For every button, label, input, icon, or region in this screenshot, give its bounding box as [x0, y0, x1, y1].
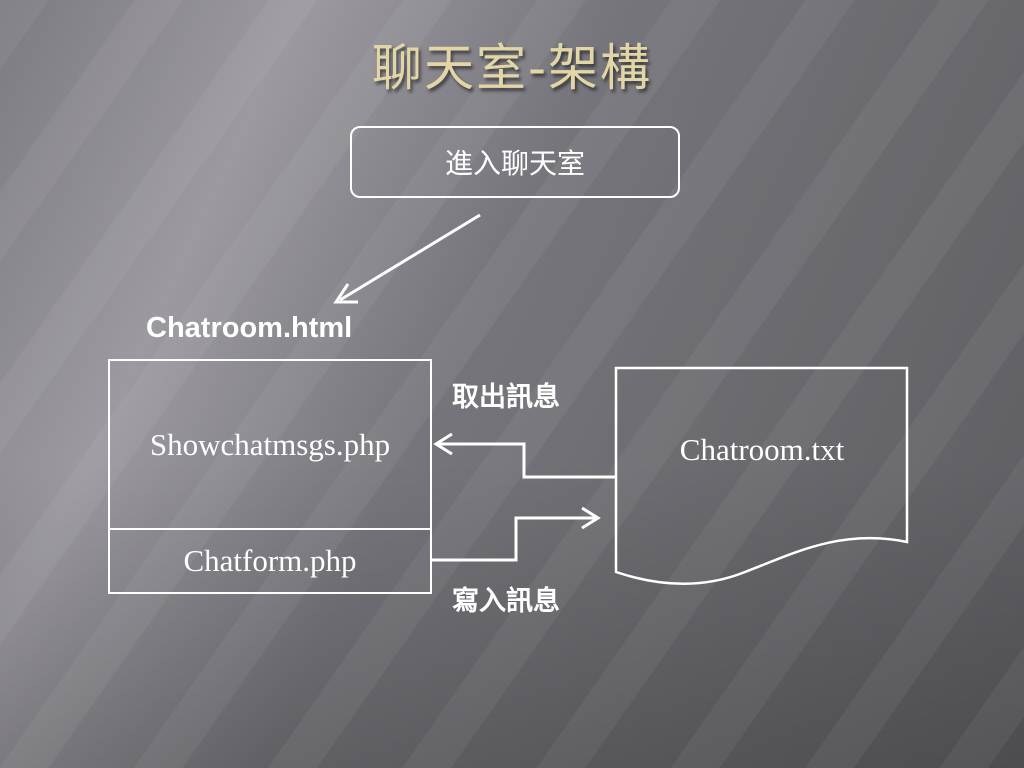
enter-chatroom-box: 進入聊天室 [350, 126, 680, 198]
showchatmsgs-box: Showchatmsgs.php [108, 359, 432, 530]
chatform-box: Chatform.php [108, 528, 432, 594]
enter-chatroom-label: 進入聊天室 [444, 147, 585, 180]
enter-arrow-head [333, 283, 358, 304]
chatform-label: Chatform.php [183, 543, 357, 578]
chatroom-txt-document-shape [614, 366, 909, 585]
fetch-arrow-head [433, 432, 453, 456]
write-messages-label: 寫入訊息 [452, 586, 560, 617]
chatroom-html-label: Chatroom.html [146, 312, 353, 344]
write-arrow-line [432, 516, 598, 562]
slide-title: 聊天室-架構 [371, 39, 653, 97]
chatroom-txt-label: Chatroom.txt [679, 432, 845, 467]
showchatmsgs-label: Showchatmsgs.php [149, 426, 391, 462]
enter-arrow-line [339, 213, 481, 302]
fetch-messages-label: 取出訊息 [452, 382, 560, 413]
write-arrow-head [581, 506, 601, 530]
fetch-arrow-line [436, 442, 616, 479]
